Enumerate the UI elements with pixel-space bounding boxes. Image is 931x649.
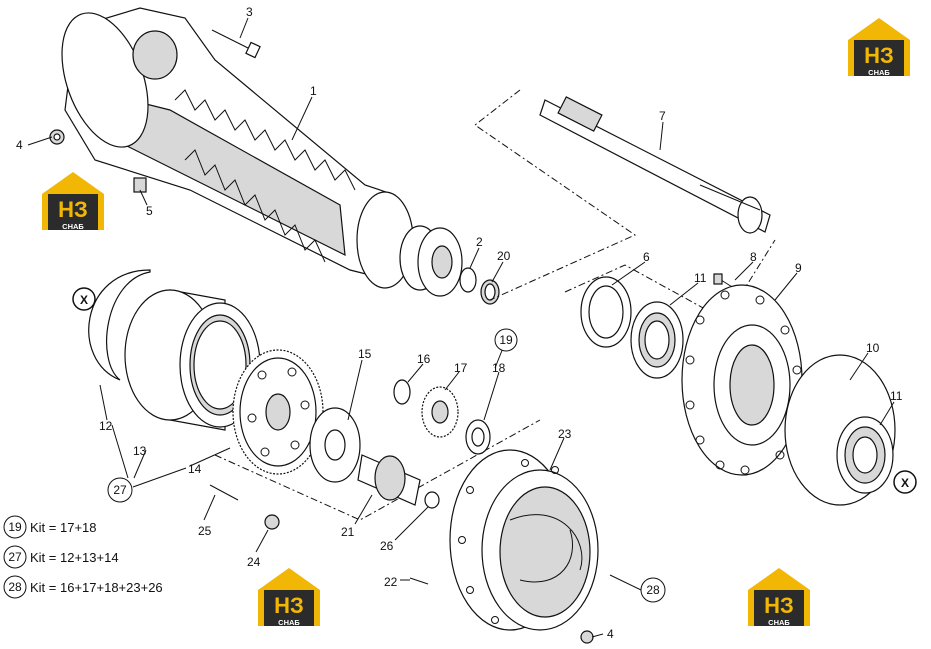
kit-legend-row: 27 Kit = 12+13+14 [3,545,119,569]
callout-26: 26 [380,539,394,553]
kit-legend-row: 19 Kit = 17+18 [3,515,97,539]
kit-text: Kit = 12+13+14 [30,550,119,565]
callout-27-circled: 27 [107,477,133,503]
axle-housing [61,7,463,297]
planet-carrier-14 [232,349,324,475]
logo-mark: НЗ [864,43,894,68]
callout-12: 12 [99,419,113,433]
callout-28-circled: 28 [640,577,666,603]
kit-number: 19 [8,520,22,534]
logo-mark: НЗ [274,593,304,618]
callout-22: 22 [384,575,398,589]
bearing-11-outer [836,416,894,494]
kit-legend: 19 Kit = 17+18 27 Kit = 12+13+14 28 Kit … [3,515,163,599]
snap-ring-12 [88,269,151,381]
callout-labels: 3 1 4 5 2 20 7 6 11 8 9 10 11 15 16 17 1… [16,5,917,641]
retainer-16 [393,379,411,405]
svg-text:X: X [80,293,88,307]
callout-5: 5 [146,204,153,218]
callout-x-left: X [72,287,96,311]
kit-text: Kit = 16+17+18+23+26 [30,580,163,595]
logo-left: НЗ СНАБ [42,172,104,231]
callout-11-outer: 11 [890,389,903,403]
thrust-washer-15 [309,407,361,483]
callout-24: 24 [247,555,261,569]
logo-mark: НЗ [58,197,88,222]
callout-11-inner: 11 [694,271,707,285]
seal-2 [459,267,477,293]
bolt-3 [211,29,261,59]
needle-bearing-18 [465,419,491,455]
nut-4-left [49,129,65,145]
svg-text:27: 27 [113,483,127,497]
assembly-line-hub [564,239,776,321]
screw-22 [409,577,429,585]
callout-6: 6 [643,250,650,264]
logo-caption: СНАБ [768,618,790,627]
callout-7: 7 [659,109,666,123]
nut-24 [264,514,280,530]
callout-23: 23 [558,427,572,441]
svg-text:28: 28 [646,583,660,597]
kit-text: Kit = 17+18 [30,520,97,535]
logo-caption: СНАБ [868,68,890,77]
callout-14: 14 [188,462,202,476]
callout-x-right: X [893,470,917,494]
callout-15: 15 [358,347,372,361]
kit-number: 27 [8,550,22,564]
assembly-line-shaft [474,89,637,301]
planet-housing-23 [449,449,599,631]
logo-top-right: НЗ СНАБ [848,18,910,77]
callout-18: 18 [492,361,506,375]
logo-caption: СНАБ [62,222,84,231]
callout-8: 8 [750,250,757,264]
kit-legend-row: 28 Kit = 16+17+18+23+26 [3,575,163,599]
callout-10: 10 [866,341,880,355]
kit-number: 28 [8,580,22,594]
logo-caption: СНАБ [278,618,300,627]
wheel-hub-9 [681,284,803,476]
callout-16: 16 [417,352,431,366]
callout-19-circled: 19 [494,328,518,352]
logo-bottom-right: НЗ СНАБ [748,568,810,627]
planet-gear-17 [421,386,459,438]
nut-4-bottom [580,630,594,644]
bearing-11-inner [630,301,684,379]
leader-lines [27,17,895,638]
callout-21: 21 [341,525,355,539]
callout-13: 13 [133,444,147,458]
callout-3: 3 [246,5,253,19]
callout-1: 1 [310,84,317,98]
callout-20: 20 [497,249,511,263]
plug-5 [133,177,147,193]
svg-text:X: X [901,476,909,490]
logo-mark: НЗ [764,593,794,618]
callout-4-bottom: 4 [607,627,614,641]
logo-bottom-center: НЗ СНАБ [258,568,320,627]
callout-4-top: 4 [16,138,23,152]
sun-gear-21 [357,454,421,506]
callout-17: 17 [454,361,468,375]
callout-9: 9 [795,261,802,275]
washer-26 [424,491,440,509]
drive-shaft-7 [539,96,771,234]
svg-text:19: 19 [499,333,513,347]
callout-25: 25 [198,524,212,538]
callout-2: 2 [476,235,483,249]
stud-25 [209,484,239,501]
